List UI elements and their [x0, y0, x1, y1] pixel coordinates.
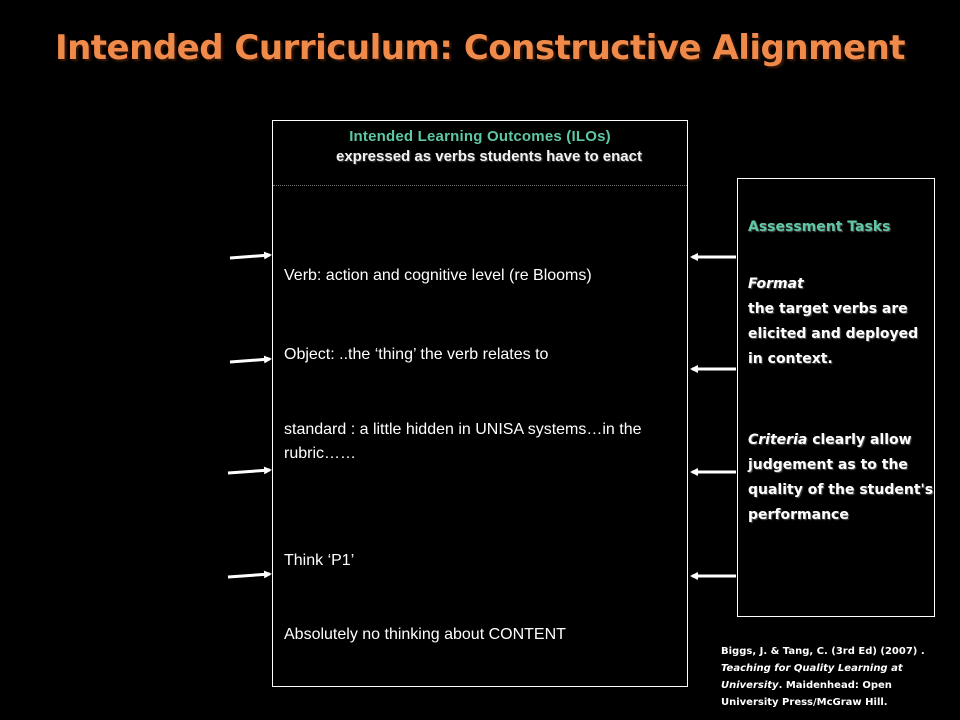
citation-publisher: . Maidenhead: Open University Press/McGr…	[721, 680, 892, 708]
ilo-box: Intended Learning Outcomes (ILOs) expres…	[272, 120, 688, 687]
ilo-object-line: Object: ..the ‘thing’ the verb relates t…	[284, 346, 549, 363]
ilo-think-line: Think ‘P1’	[284, 552, 355, 569]
left-arrow-4	[227, 570, 272, 579]
assessment-box: Assessment Tasks Format the target verbs…	[737, 178, 935, 617]
assessment-heading: Assessment Tasks	[748, 219, 891, 235]
format-label: Format	[748, 276, 804, 292]
criteria-label: Criteria	[748, 432, 808, 448]
citation-authors: Biggs, J. & Tang, C. (3rd Ed) (2007) .	[721, 646, 925, 657]
slide-title: Intended Curriculum: Constructive Alignm…	[54, 28, 906, 68]
citation: Biggs, J. & Tang, C. (3rd Ed) (2007) . T…	[721, 643, 951, 711]
left-arrow-3	[227, 466, 272, 475]
citation-book: Teaching for Quality Learning at Univers…	[721, 663, 903, 691]
ilo-header: Intended Learning Outcomes (ILOs) expres…	[273, 121, 687, 186]
assessment-format-block: Format the target verbs are elicited and…	[748, 272, 934, 372]
ilo-content-line: Absolutely no thinking about CONTENT	[284, 626, 566, 643]
ilo-standard-line: standard : a little hidden in UNISA syst…	[284, 421, 642, 462]
criteria-text: clearly allow judgement as to the qualit…	[748, 432, 934, 523]
left-arrow-2	[229, 355, 272, 364]
ilo-verb-line: Verb: action and cognitive level (re Blo…	[284, 267, 592, 284]
ilo-subheading: expressed as verbs students have to enac…	[336, 148, 642, 165]
assessment-criteria-block: Criteria clearly allow judgement as to t…	[748, 428, 934, 528]
ilo-heading: Intended Learning Outcomes (ILOs)	[349, 128, 611, 145]
left-arrow-1	[229, 251, 272, 260]
format-text: the target verbs are elicited and deploy…	[748, 301, 919, 367]
